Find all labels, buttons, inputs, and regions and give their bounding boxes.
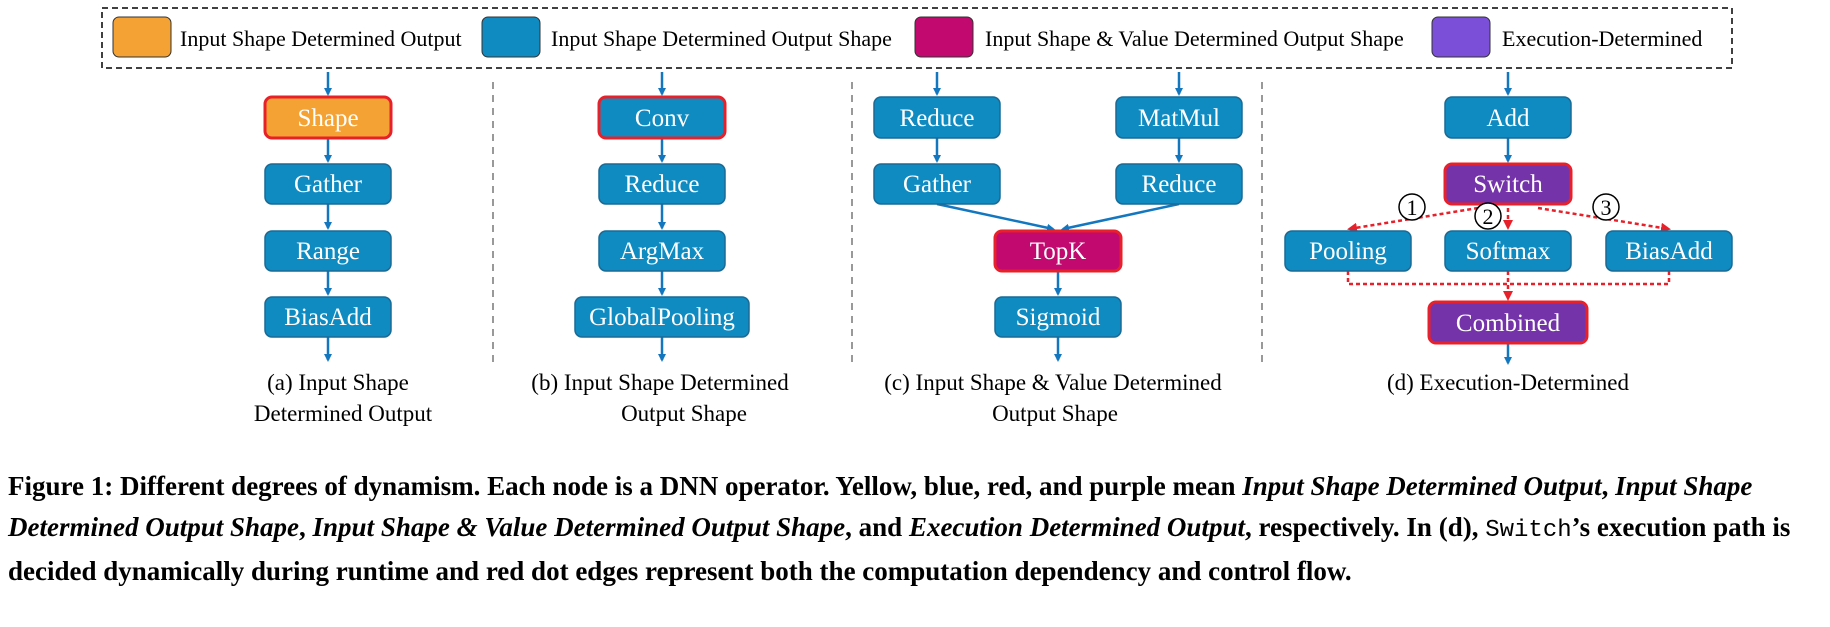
dynamism-diagram: Input Shape Determined Output Input Shap… bbox=[101, 7, 1733, 426]
panel-a-caption-line-2: Determined Output bbox=[254, 401, 433, 426]
panel-a-caption-line-1: (a) Input Shape bbox=[267, 370, 409, 395]
node-switch: Switch bbox=[1443, 162, 1573, 206]
node-label: Switch bbox=[1473, 171, 1543, 198]
branch-marker-label: 2 bbox=[1483, 204, 1494, 229]
legend-label-magenta: Input Shape & Value Determined Output Sh… bbox=[985, 26, 1404, 51]
caption-text: , respectively. In (d), bbox=[1244, 512, 1486, 542]
node-label: Add bbox=[1486, 105, 1530, 132]
node-matmul: MatMul bbox=[1115, 96, 1243, 139]
caption-code-switch: Switch bbox=[1485, 517, 1572, 544]
node-gather: Gather bbox=[264, 163, 392, 205]
panel-d: Add Switch Pooling Softmax BiasAdd Combi… bbox=[1284, 72, 1733, 395]
legend-swatch-orange bbox=[112, 16, 172, 58]
node-label: Pooling bbox=[1309, 238, 1387, 265]
node-label: GlobalPooling bbox=[589, 304, 735, 331]
node-label: Shape bbox=[297, 105, 358, 132]
node-gather: Gather bbox=[873, 163, 1001, 205]
caption-text: ’s execution path is decided dynamically… bbox=[8, 512, 1791, 586]
caption-text: Figure 1: Different degrees of dynamism.… bbox=[8, 471, 1243, 501]
panel-b-caption-line-1: (b) Input Shape Determined bbox=[531, 370, 789, 395]
node-label: BiasAdd bbox=[1625, 238, 1713, 265]
node-topk: TopK bbox=[993, 229, 1123, 273]
legend-label-orange: Input Shape Determined Output bbox=[180, 26, 462, 51]
caption-text: , and bbox=[845, 512, 909, 542]
caption-text: , bbox=[299, 512, 313, 542]
edge bbox=[936, 202, 1055, 232]
node-label: Sigmoid bbox=[1016, 304, 1101, 331]
legend-swatch-magenta bbox=[914, 16, 974, 58]
caption-term-yellow: Input Shape Determined Output bbox=[1242, 471, 1602, 501]
node-softmax: Softmax bbox=[1444, 230, 1572, 272]
legend-item-orange: Input Shape Determined Output bbox=[112, 16, 462, 58]
branch-marker-3: 3 bbox=[1592, 193, 1620, 221]
legend-item-magenta: Input Shape & Value Determined Output Sh… bbox=[914, 16, 1404, 58]
node-label: Gather bbox=[903, 171, 972, 198]
caption-term-blue: Input Shape Determined Output Shape bbox=[8, 471, 1753, 542]
panel-b-caption-line-2: Output Shape bbox=[621, 401, 747, 426]
node-label: Combined bbox=[1456, 310, 1561, 337]
panel-a: Shape Gather Range BiasAdd (a) Input Sha… bbox=[254, 72, 433, 426]
node-label: BiasAdd bbox=[284, 304, 372, 331]
panel-d-caption: (d) Execution-Determined bbox=[1387, 370, 1630, 395]
node-globalpooling: GlobalPooling bbox=[574, 296, 750, 338]
branch-marker-label: 3 bbox=[1601, 195, 1612, 220]
caption-text: , bbox=[1601, 471, 1616, 501]
legend-item-purple: Execution-Determined bbox=[1431, 16, 1702, 58]
node-biasadd: BiasAdd bbox=[1605, 230, 1733, 272]
node-label: TopK bbox=[1030, 238, 1087, 265]
node-reduce: Reduce bbox=[1115, 163, 1243, 205]
node-reduce: Reduce bbox=[598, 163, 726, 205]
legend-swatch-purple bbox=[1431, 16, 1491, 58]
legend-box bbox=[101, 7, 1733, 69]
node-conv: Conv bbox=[597, 95, 727, 140]
node-biasadd: BiasAdd bbox=[264, 296, 392, 338]
legend-swatch-blue bbox=[481, 16, 541, 58]
node-label: MatMul bbox=[1138, 105, 1220, 132]
node-label: Reduce bbox=[900, 105, 975, 132]
node-argmax: ArgMax bbox=[598, 230, 726, 272]
legend-label-blue: Input Shape Determined Output Shape bbox=[551, 26, 892, 51]
caption-term-purple: Execution Determined Output bbox=[908, 512, 1245, 542]
branch-marker-label: 1 bbox=[1407, 195, 1418, 220]
node-label: Conv bbox=[635, 105, 690, 132]
node-reduce: Reduce bbox=[873, 96, 1001, 139]
node-sigmoid: Sigmoid bbox=[994, 296, 1122, 338]
node-label: Reduce bbox=[625, 171, 700, 198]
node-label: Gather bbox=[294, 171, 363, 198]
node-shape: Shape bbox=[263, 95, 393, 140]
legend-item-blue: Input Shape Determined Output Shape bbox=[481, 16, 892, 58]
branch-marker-1: 1 bbox=[1398, 193, 1426, 221]
panel-c-caption-line-1: (c) Input Shape & Value Determined bbox=[884, 370, 1222, 395]
caption-term-red: Input Shape & Value Determined Output Sh… bbox=[312, 512, 846, 542]
node-pooling: Pooling bbox=[1284, 230, 1412, 272]
panel-c-caption-line-2: Output Shape bbox=[992, 401, 1118, 426]
legend-label-purple: Execution-Determined bbox=[1502, 26, 1702, 51]
panel-c: Reduce MatMul Gather Reduce TopK Sigmoid… bbox=[873, 72, 1243, 426]
node-combined: Combined bbox=[1427, 300, 1589, 345]
node-label: Range bbox=[296, 238, 360, 265]
node-label: Reduce bbox=[1142, 171, 1217, 198]
branch-marker-2: 2 bbox=[1474, 202, 1502, 230]
node-label: ArgMax bbox=[620, 238, 705, 265]
edge bbox=[1061, 202, 1180, 232]
node-add: Add bbox=[1444, 96, 1572, 139]
node-range: Range bbox=[264, 230, 392, 272]
figure-caption: Figure 1: Different degrees of dynamism.… bbox=[8, 466, 1823, 592]
panel-b: Conv Reduce ArgMax GlobalPooling (b) Inp… bbox=[531, 72, 789, 426]
node-label: Softmax bbox=[1466, 238, 1551, 265]
